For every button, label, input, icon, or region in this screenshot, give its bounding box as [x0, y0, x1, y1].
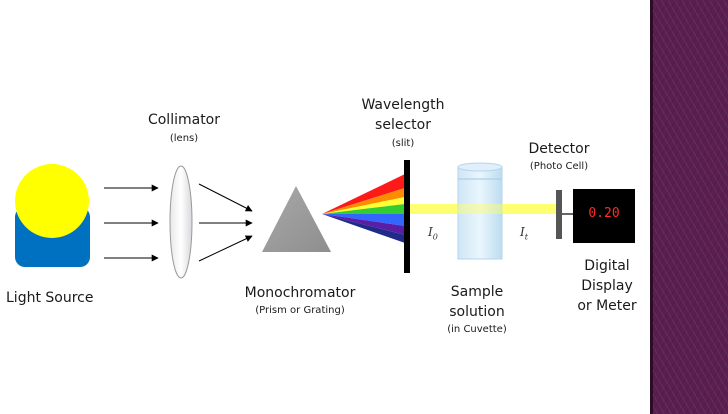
converging-light-arrows	[198, 183, 253, 262]
display-reading: 0.20	[588, 206, 620, 221]
display-label-line1: Digital	[584, 258, 630, 274]
cuvette	[409, 162, 556, 260]
arrow-icon	[198, 235, 253, 262]
sample-sublabel: (in Cuvette)	[447, 324, 507, 335]
dispersed-spectrum	[322, 174, 405, 243]
transmitted-intensity-label: It	[520, 225, 528, 242]
collimator-sublabel: (lens)	[169, 133, 199, 144]
monochromator-prism	[262, 186, 331, 252]
monochromator-label: Monochromator	[244, 285, 356, 301]
wavelength-selector-label-line2: selector	[375, 117, 431, 133]
spectrophotometer-diagram	[15, 160, 573, 279]
light-source	[15, 164, 90, 267]
detector	[556, 190, 562, 239]
detector-sublabel: (Photo Cell)	[529, 161, 589, 172]
collimator-label: Collimator	[147, 112, 221, 128]
digital-display: 0.20	[573, 189, 635, 243]
arrow-icon	[198, 183, 253, 212]
monochromator-sublabel: (Prism or Grating)	[255, 305, 345, 316]
incident-intensity-label: I0	[428, 225, 438, 242]
wavelength-selector-label-line1: Wavelength	[361, 97, 445, 113]
display-label-line2: Display	[581, 278, 633, 294]
sample-label-line1: Sample	[450, 284, 504, 300]
decorative-side-panel	[650, 0, 728, 414]
light-source-sphere	[15, 164, 89, 238]
wavelength-selector-sublabel: (slit)	[391, 138, 415, 149]
display-label-line3: or Meter	[577, 298, 637, 314]
detector-label: Detector	[528, 141, 590, 157]
wavelength-selector-slit	[404, 160, 410, 273]
collimator-lens	[169, 165, 193, 279]
sample-label-line2: solution	[449, 304, 505, 320]
incoming-light-arrows	[104, 184, 159, 262]
light-source-label: Light Source	[6, 290, 94, 306]
